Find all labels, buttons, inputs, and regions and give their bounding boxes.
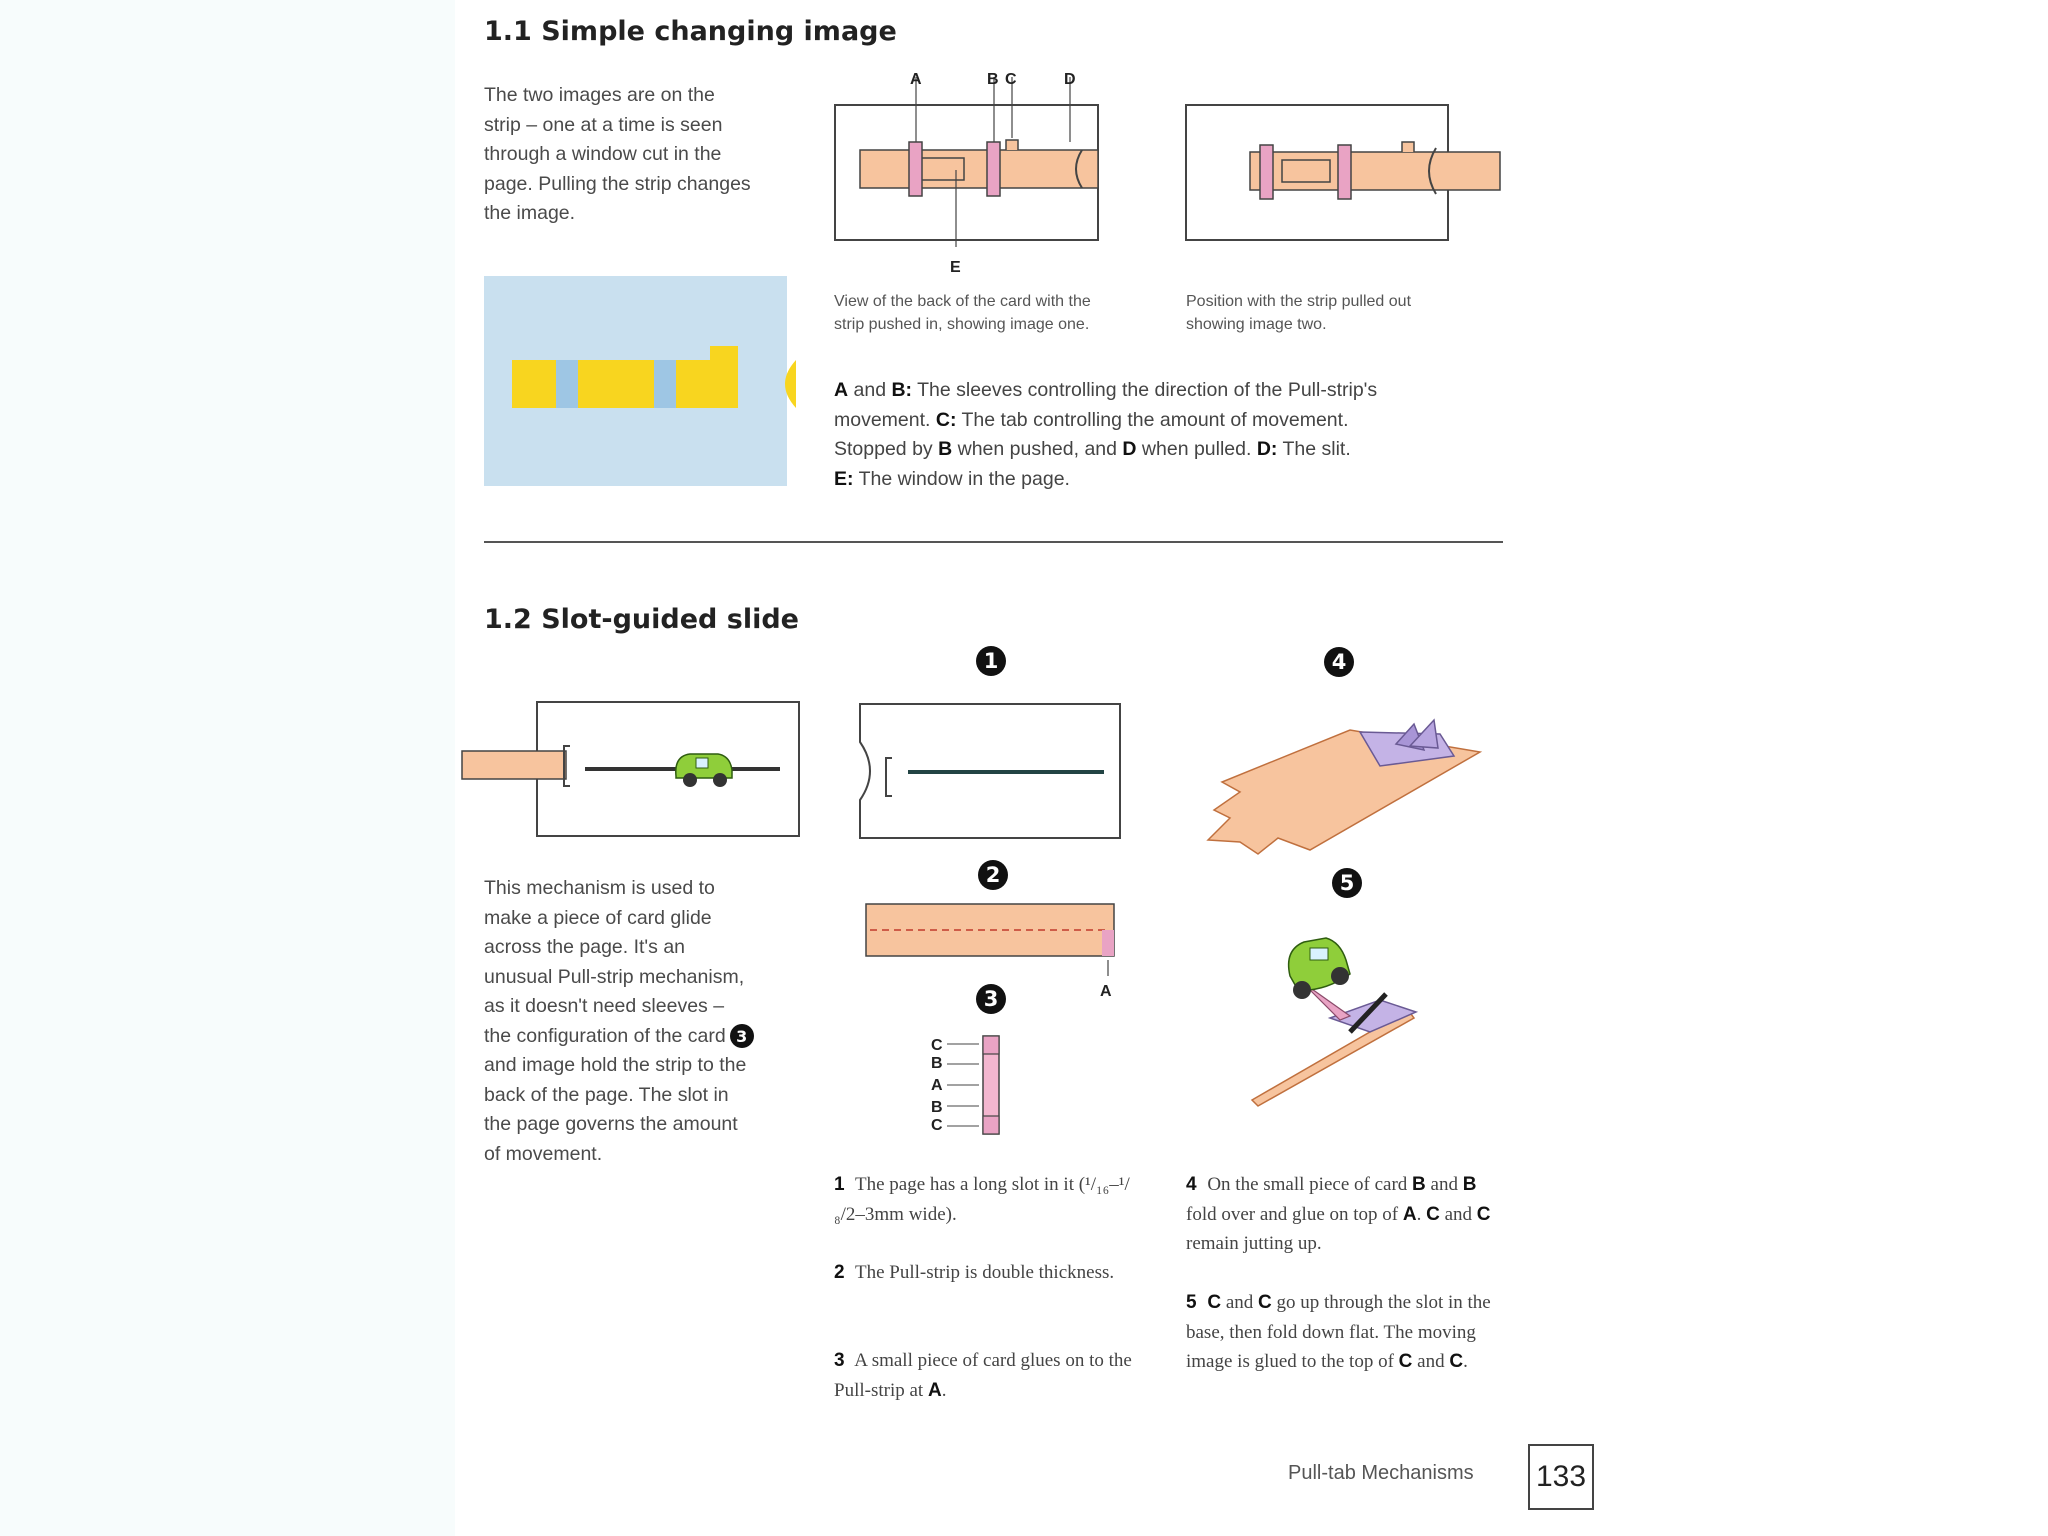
diagram-step-4-fold-over	[1206, 718, 1483, 855]
section-1-heading: 1.1 Simple changing image	[484, 16, 897, 47]
step-1-text: 1 The page has a long slot in it (¹/₁₆–¹…	[834, 1174, 1130, 1225]
caption-pulled-out: Position with the strip pulled out showi…	[1186, 293, 1412, 333]
stack-label-c1: C	[931, 1037, 943, 1054]
diagram-step-5-through-slot	[1250, 937, 1419, 1107]
step-5-text: 5 C and C go up through the slot in the …	[1186, 1292, 1491, 1372]
section-1-legend: A and B: The sleeves controlling the dir…	[834, 379, 1378, 490]
strip-photo	[484, 276, 796, 486]
label-d: D	[1064, 71, 1076, 88]
stack-label-a: A	[931, 1077, 943, 1094]
inline-step-3-number: 3	[729, 1024, 754, 1049]
diagram-strip-pushed-in: A B C D E	[834, 71, 1099, 276]
diagram-step-2-double-strip: A	[865, 903, 1115, 1000]
stack-label-b2: B	[931, 1099, 943, 1116]
stack-label-c2: C	[931, 1117, 943, 1134]
step-2-text: 2 The Pull-strip is double thickness.	[834, 1262, 1115, 1283]
label-a: A	[910, 71, 922, 88]
section-2-intro: This mechanism is used to make a piece o…	[484, 874, 814, 1169]
caption-pushed-in: View of the back of the card with the st…	[834, 293, 1091, 333]
step-3-number: 3	[976, 984, 1006, 1014]
diagram-step-1-slot	[859, 703, 1121, 839]
footer-section-title: Pull-tab Mechanisms	[1288, 1462, 1474, 1484]
label-e: E	[950, 259, 961, 276]
step-2-label-a: A	[1100, 983, 1112, 1000]
step-4-text: 4 On the small piece of card B and B fol…	[1186, 1174, 1491, 1254]
step-3-text: 3 A small piece of card glues on to the …	[834, 1350, 1132, 1401]
page-margin	[0, 0, 455, 1536]
diagram-strip-pulled-out	[1185, 104, 1501, 241]
stack-label-b1: B	[931, 1055, 943, 1072]
step-4-number: 4	[1324, 647, 1354, 677]
section-divider	[484, 541, 1503, 543]
label-b: B	[987, 71, 999, 88]
section-1-intro: The two images are on the strip – one at…	[484, 84, 751, 224]
page-number: 133	[1528, 1444, 1594, 1510]
step-2-number: 2	[978, 860, 1008, 890]
label-c: C	[1005, 71, 1017, 88]
step-1-number: 1	[976, 646, 1006, 676]
section-2-heading: 1.2 Slot-guided slide	[484, 604, 799, 635]
diagram-slot-with-car	[461, 701, 800, 837]
step-5-number: 5	[1332, 868, 1362, 898]
diagram-step-3-card-stack: C B A B C	[931, 1035, 1000, 1135]
